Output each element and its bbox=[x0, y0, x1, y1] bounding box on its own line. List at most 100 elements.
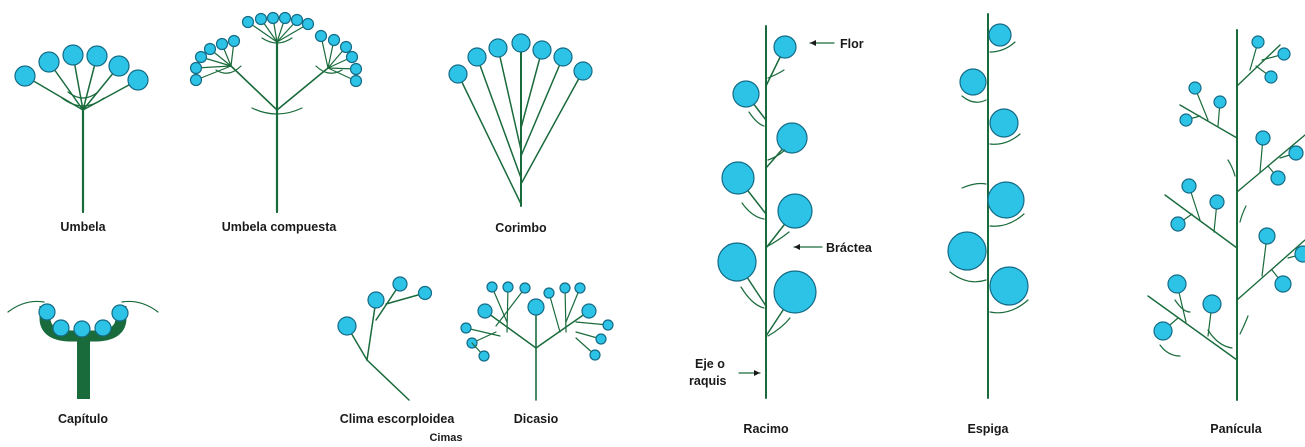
cima-flower bbox=[338, 317, 356, 335]
panicula-flower bbox=[1275, 276, 1291, 292]
capitulo-peduncle bbox=[77, 337, 90, 399]
umbela-compuesta-ray bbox=[231, 66, 277, 110]
pointer-arrow-head bbox=[754, 370, 760, 376]
racimo-flower bbox=[774, 36, 796, 58]
dicasio-flower bbox=[503, 282, 513, 292]
umbela-flower bbox=[63, 45, 83, 65]
umbellet-flower bbox=[191, 63, 202, 74]
espiga-bract bbox=[962, 184, 986, 189]
umbellet-flower bbox=[316, 31, 327, 42]
dicasio-flower bbox=[596, 334, 606, 344]
racimo-bract bbox=[742, 203, 764, 219]
umbellet-flower bbox=[329, 35, 340, 46]
cima-axis bbox=[367, 360, 409, 400]
annotation-bractea: Bráctea bbox=[826, 241, 872, 255]
umbellet-flower bbox=[229, 36, 240, 47]
umbellet-flower bbox=[351, 76, 362, 87]
panicula-bract bbox=[1208, 330, 1232, 348]
annotation-flor: Flor bbox=[840, 37, 864, 51]
dicasio-flower bbox=[479, 351, 489, 361]
capitulo-flower bbox=[39, 304, 55, 320]
pointer-arrow-head bbox=[794, 244, 800, 250]
umbellet-flower bbox=[280, 13, 291, 24]
panicula-flower bbox=[1214, 96, 1226, 108]
label-cimas: Cimas bbox=[429, 432, 462, 444]
umbela-flower bbox=[128, 70, 148, 90]
label-umbela: Umbela bbox=[60, 220, 105, 234]
dicasio-flower bbox=[528, 299, 544, 315]
dicasio-branch bbox=[492, 287, 507, 322]
dicasio-flower bbox=[520, 283, 530, 293]
corimbo-flower bbox=[468, 48, 486, 66]
corimbo-flower bbox=[449, 65, 467, 83]
corimbo-flower bbox=[554, 48, 572, 66]
pointer-arrow-head bbox=[810, 40, 816, 46]
corimbo-flower bbox=[533, 41, 551, 59]
umbellet-flower bbox=[256, 14, 267, 25]
umbela-compuesta-ray bbox=[277, 68, 328, 110]
annotation-eje-line1: Eje o bbox=[695, 357, 725, 371]
panicula-flower bbox=[1203, 295, 1221, 313]
panicula-flower bbox=[1265, 71, 1277, 83]
annotation-eje-line2: raquis bbox=[689, 374, 727, 388]
espiga-sessile-flower bbox=[948, 232, 986, 270]
label-cima-escorpioidea: Clima escorploidea bbox=[340, 412, 455, 426]
corimbo-pedicel bbox=[498, 48, 521, 150]
panicula-flower bbox=[1168, 275, 1186, 293]
panicula-flower bbox=[1256, 131, 1270, 145]
panicula-flower bbox=[1210, 195, 1224, 209]
dicasio-flower bbox=[544, 288, 554, 298]
espiga-sessile-flower bbox=[989, 24, 1011, 46]
espiga-sessile-flower bbox=[990, 109, 1018, 137]
espiga-sessile-flower bbox=[960, 69, 986, 95]
panicula-flower bbox=[1252, 36, 1264, 48]
corimbo-flower bbox=[512, 34, 530, 52]
panicula-bract bbox=[1228, 160, 1235, 176]
umbellet-flower bbox=[196, 52, 207, 63]
panicula-bract bbox=[1240, 206, 1246, 222]
umbellet-flower bbox=[347, 52, 358, 63]
racimo-bract bbox=[768, 232, 789, 246]
dicasio-flower bbox=[560, 283, 570, 293]
panicula-branch bbox=[1237, 240, 1305, 300]
cima-flower bbox=[393, 277, 407, 291]
espiga-sessile-flower bbox=[988, 182, 1024, 218]
espiga-bract bbox=[950, 272, 986, 282]
umbela-flower bbox=[39, 52, 59, 72]
umbellet-flower bbox=[292, 15, 303, 26]
umbellet-flower bbox=[351, 64, 362, 75]
label-dicasio: Dicasio bbox=[514, 412, 558, 426]
panicula-flower bbox=[1180, 114, 1192, 126]
panicula-flower bbox=[1182, 179, 1196, 193]
dicasio-branch bbox=[549, 293, 560, 332]
umbellet-flower bbox=[268, 13, 279, 24]
panicula-flower bbox=[1259, 228, 1275, 244]
umbela-flower bbox=[87, 46, 107, 66]
panicula-flower bbox=[1271, 171, 1285, 185]
corimbo-pedicel bbox=[521, 71, 583, 184]
cima-flower bbox=[419, 287, 432, 300]
dicasio-branch bbox=[485, 311, 536, 348]
racimo-bract bbox=[768, 70, 784, 78]
umbela-involucre bbox=[62, 98, 104, 106]
espiga-sessile-flower bbox=[990, 267, 1028, 305]
dicasio-flower bbox=[603, 320, 613, 330]
umbellet-flower bbox=[217, 39, 228, 50]
panicula-branch bbox=[1237, 135, 1305, 192]
umbellet-flower bbox=[191, 75, 202, 86]
corimbo-flower bbox=[574, 62, 592, 80]
umbellet-flower bbox=[205, 44, 216, 55]
panicula-flower bbox=[1295, 246, 1305, 262]
racimo-flower bbox=[718, 243, 756, 281]
umbela-flower bbox=[109, 56, 129, 76]
label-espiga: Espiga bbox=[968, 422, 1009, 436]
umbellet-flower bbox=[303, 19, 314, 30]
dicasio-flower bbox=[575, 283, 585, 293]
racimo-flower bbox=[733, 81, 759, 107]
umbellet-flower bbox=[341, 42, 352, 53]
dicasio-flower bbox=[487, 282, 497, 292]
panicula-flower bbox=[1278, 48, 1290, 60]
cima-branch bbox=[367, 300, 376, 360]
